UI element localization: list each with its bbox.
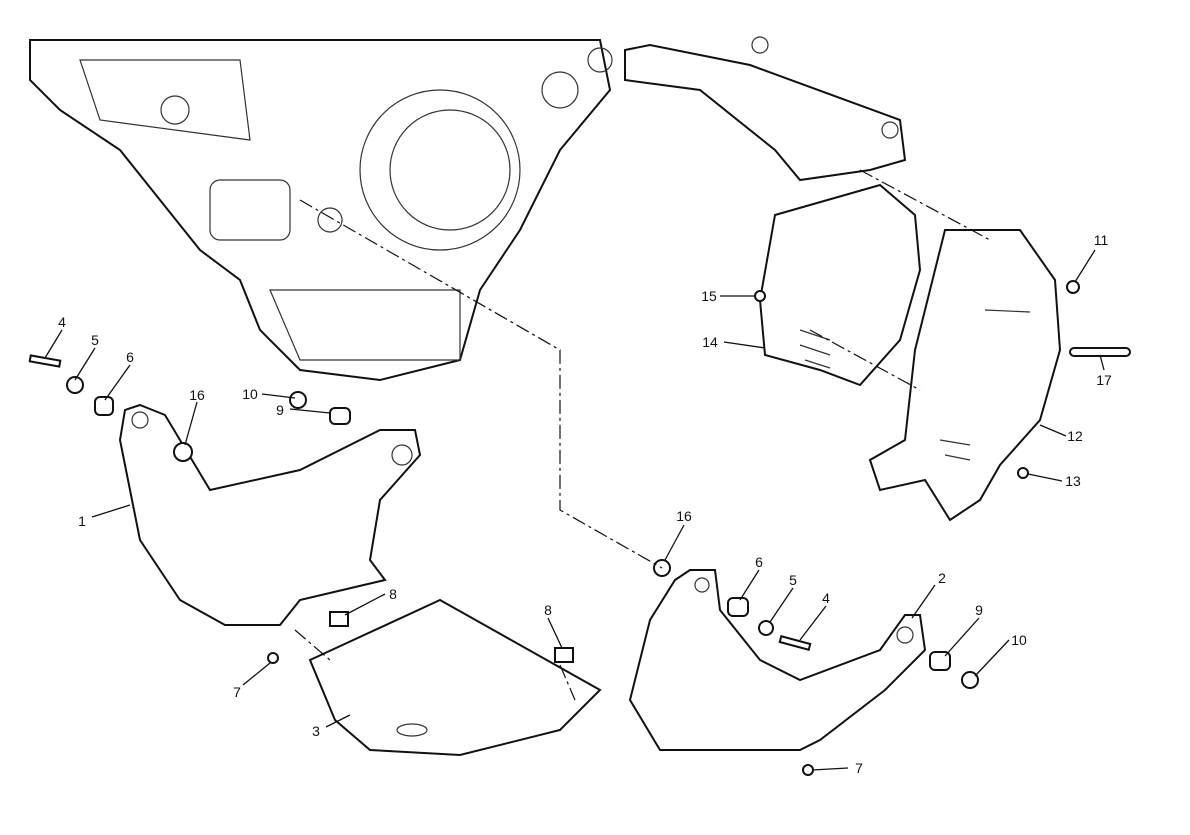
callout-16: 16 xyxy=(676,508,692,524)
callout-16: 16 xyxy=(189,387,205,403)
callout-6: 6 xyxy=(755,554,763,570)
callout-17: 17 xyxy=(1096,372,1112,388)
callout-1: 1 xyxy=(78,513,86,529)
guard-2 xyxy=(628,569,927,751)
callout-10: 10 xyxy=(242,386,258,402)
callout-9: 9 xyxy=(975,602,983,618)
engine-block xyxy=(29,39,613,382)
frame-bracket xyxy=(624,36,907,182)
callout-12: 12 xyxy=(1067,428,1083,444)
callout-7: 7 xyxy=(855,760,863,776)
heat-shield-14 xyxy=(758,183,922,387)
clamp-17 xyxy=(1069,347,1131,357)
under-plate-3 xyxy=(308,598,602,757)
guard-1 xyxy=(118,403,422,626)
callout-15: 15 xyxy=(701,288,717,304)
callout-11: 11 xyxy=(1093,232,1109,248)
callout-4: 4 xyxy=(822,590,830,606)
callout-13: 13 xyxy=(1065,473,1081,489)
callout-8: 8 xyxy=(389,586,397,602)
callout-8: 8 xyxy=(544,602,552,618)
callout-4: 4 xyxy=(58,314,66,330)
callout-9: 9 xyxy=(276,402,284,418)
callout-3: 3 xyxy=(312,723,320,739)
callout-10: 10 xyxy=(1011,632,1027,648)
heat-shield-12 xyxy=(868,229,1062,522)
callout-5: 5 xyxy=(91,332,99,348)
callout-7: 7 xyxy=(233,684,241,700)
callout-5: 5 xyxy=(789,572,797,588)
callout-6: 6 xyxy=(126,349,134,365)
callout-2: 2 xyxy=(938,570,946,586)
callout-14: 14 xyxy=(702,334,718,350)
